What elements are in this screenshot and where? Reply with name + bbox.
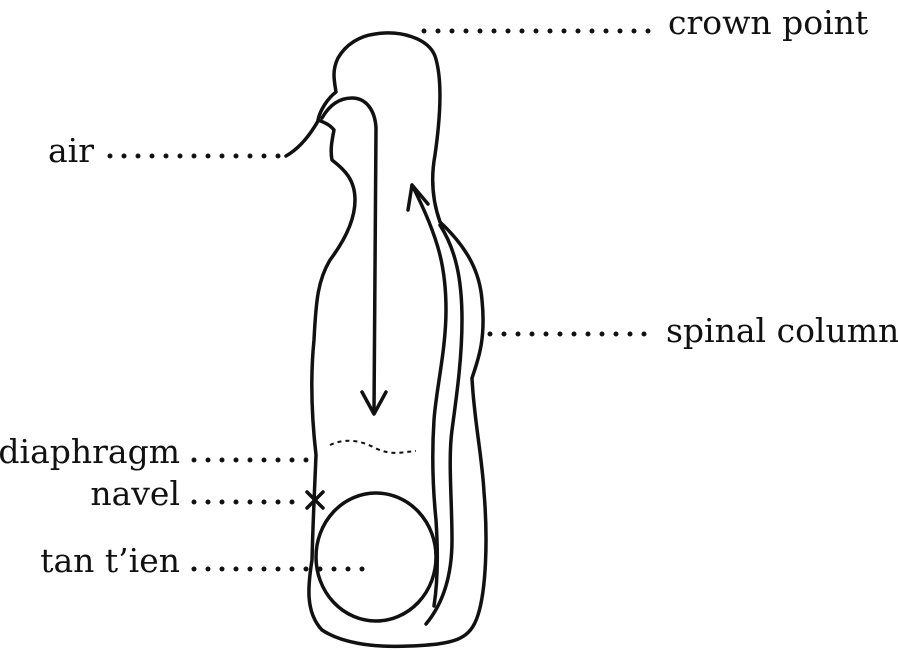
navel-label: navel	[90, 474, 180, 513]
diaphragm-line	[330, 441, 416, 453]
tan-tien-label: tan t’ien	[40, 541, 180, 580]
diaphragm-label: diaphragm	[0, 432, 180, 471]
crown-point-label: crown point	[668, 3, 868, 42]
air-intake-line	[286, 121, 318, 156]
body-outline	[309, 33, 486, 646]
air-label: air	[48, 131, 94, 170]
tan-tien-circle	[316, 493, 436, 621]
spinal-column-label: spinal column	[666, 311, 898, 350]
spinal-channel-inner	[412, 185, 446, 606]
